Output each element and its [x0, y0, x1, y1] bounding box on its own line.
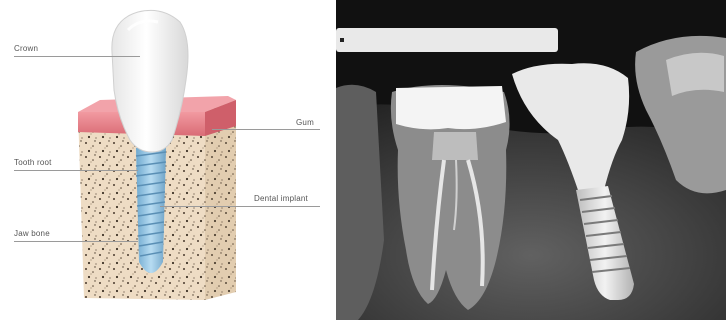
- jaw-bone-label: Jaw bone: [14, 229, 50, 238]
- dental-implant-screw: [136, 148, 166, 273]
- film-label-strip: [336, 28, 558, 52]
- dental-implant-label: Dental implant: [254, 194, 308, 203]
- gum-leader-line: [212, 129, 320, 130]
- xray-radiograph: [336, 0, 726, 320]
- dental-xray: [336, 0, 726, 320]
- tooth-root-label: Tooth root: [14, 158, 52, 167]
- gum-label: Gum: [296, 118, 314, 127]
- implant-diagram: Crown Gum Tooth root Dental implant Jaw …: [0, 0, 330, 320]
- tooth-root-leader-line: [14, 170, 138, 171]
- jaw-bone-leader-line: [14, 241, 138, 242]
- crown-leader-line: [14, 56, 140, 57]
- crown-label: Crown: [14, 44, 38, 53]
- dental-implant-leader-line: [160, 206, 320, 207]
